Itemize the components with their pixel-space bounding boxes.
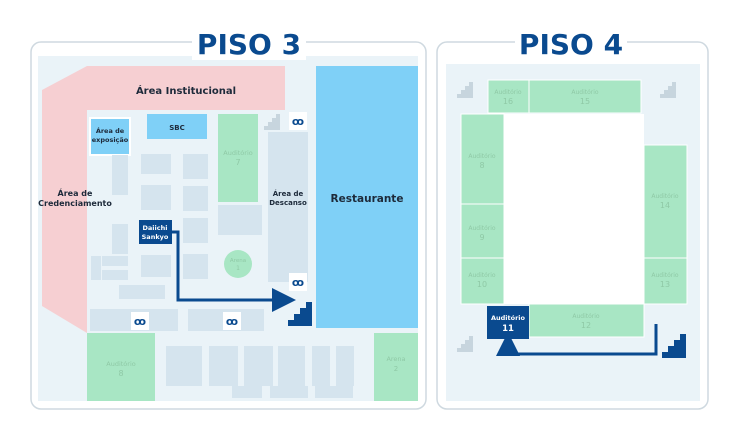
auditorio-12-label-2: 12 (581, 321, 591, 330)
stairs-icon (457, 82, 473, 98)
auditorio-11-label-1: Auditório (491, 314, 526, 322)
arena-2-label-1: Arena (386, 355, 405, 363)
restroom-icon: ꝏ (289, 112, 307, 130)
arena-1-label-1: Arena (230, 258, 246, 264)
booth-label-1: Daiichi (143, 224, 168, 232)
auditorio-15 (528, 79, 642, 114)
area-credenciamento-label-1: Área de (58, 187, 93, 198)
area-descanso-label-2: Descanso (269, 199, 307, 207)
auditorio-16 (487, 79, 530, 114)
auditorio-11 (487, 306, 529, 339)
auditorio-8-floor4-label-1: Auditório (468, 153, 496, 160)
area-descanso-label-1: Área de (273, 189, 304, 198)
auditorio-13-label-2: 13 (660, 280, 670, 289)
area-exposicao-label-2: exposição (92, 136, 129, 144)
auditorio-14-label-2: 14 (660, 201, 670, 210)
restaurante (316, 66, 418, 328)
arena-2-label-2: 2 (394, 365, 398, 373)
svg-text:ꝏ: ꝏ (292, 115, 304, 128)
sbc-label: SBC (169, 124, 185, 132)
floor4-title: PISO 4 (519, 28, 623, 61)
floor3-map: PISO 3 Área de Credenciamento Área Insti… (30, 28, 427, 410)
area-exposicao-label-1: Área de (96, 126, 125, 135)
auditorio-10-label-2: 10 (477, 280, 487, 289)
booth-grid (90, 154, 354, 398)
stairs-icon (264, 114, 280, 130)
route-path-floor4 (496, 324, 658, 356)
stairs-icon (457, 336, 473, 352)
area-descanso (268, 132, 308, 282)
auditorio-15-label-1: Auditório (571, 89, 599, 96)
area-institucional-label: Área Institucional (136, 84, 236, 97)
auditorio-8 (87, 333, 155, 401)
auditorio-14-label-1: Auditório (651, 193, 679, 200)
floor4-map: PISO 4 Auditório 16 Auditório 15 Auditór… (436, 28, 709, 410)
area-institucional (87, 66, 285, 110)
area-exposicao (89, 117, 131, 156)
auditorio-13 (643, 257, 688, 305)
auditorio-10 (460, 257, 505, 305)
area-credenciamento-label-2: Credenciamento (38, 199, 112, 208)
auditorio-15-label-2: 15 (580, 97, 590, 106)
auditorio-9-label-2: 9 (479, 233, 484, 242)
auditorio-8-floor4-label-2: 8 (479, 161, 484, 170)
stairs-icon (662, 334, 686, 358)
auditorio-9-label-1: Auditório (468, 225, 496, 232)
arena-1 (224, 250, 252, 278)
sbc-room (147, 114, 207, 139)
auditorio-8-label-2: 8 (118, 369, 123, 378)
restaurante-label: Restaurante (331, 193, 404, 205)
booth-label-2: Sankyo (142, 233, 169, 241)
restroom-icon: ꝏ (223, 312, 241, 330)
auditorio-14 (643, 144, 688, 259)
auditorio-13-label-1: Auditório (651, 272, 679, 279)
svg-text:ꝏ: ꝏ (134, 315, 146, 328)
route-path (172, 230, 296, 312)
booth-daiichi-sankyo (139, 220, 172, 244)
atrium (504, 114, 644, 304)
restroom-icon: ꝏ (131, 312, 149, 330)
restroom-icon: ꝏ (289, 273, 307, 291)
auditorio-12 (528, 303, 645, 338)
floor3-title: PISO 3 (197, 28, 301, 61)
auditorio-7-label-1: Auditório (223, 149, 253, 157)
auditorio-9 (460, 203, 505, 259)
auditorio-16-label-1: Auditório (494, 89, 522, 96)
stairs-icon (660, 82, 676, 98)
svg-text:ꝏ: ꝏ (292, 276, 304, 289)
auditorio-7 (218, 114, 258, 202)
auditorio-7-label-2: 7 (235, 158, 240, 167)
auditorio-10-label-1: Auditório (468, 272, 496, 279)
auditorio-8-label-1: Auditório (106, 360, 136, 368)
area-credenciamento (42, 66, 87, 333)
arena-2 (374, 333, 418, 401)
svg-text:ꝏ: ꝏ (226, 315, 238, 328)
auditorio-12-label-1: Auditório (572, 313, 600, 320)
auditorio-16-label-2: 16 (503, 97, 513, 106)
arena-1-label-2: 1 (236, 265, 240, 272)
auditorio-11-label-2: 11 (502, 324, 514, 334)
stairs-icon (288, 302, 312, 326)
